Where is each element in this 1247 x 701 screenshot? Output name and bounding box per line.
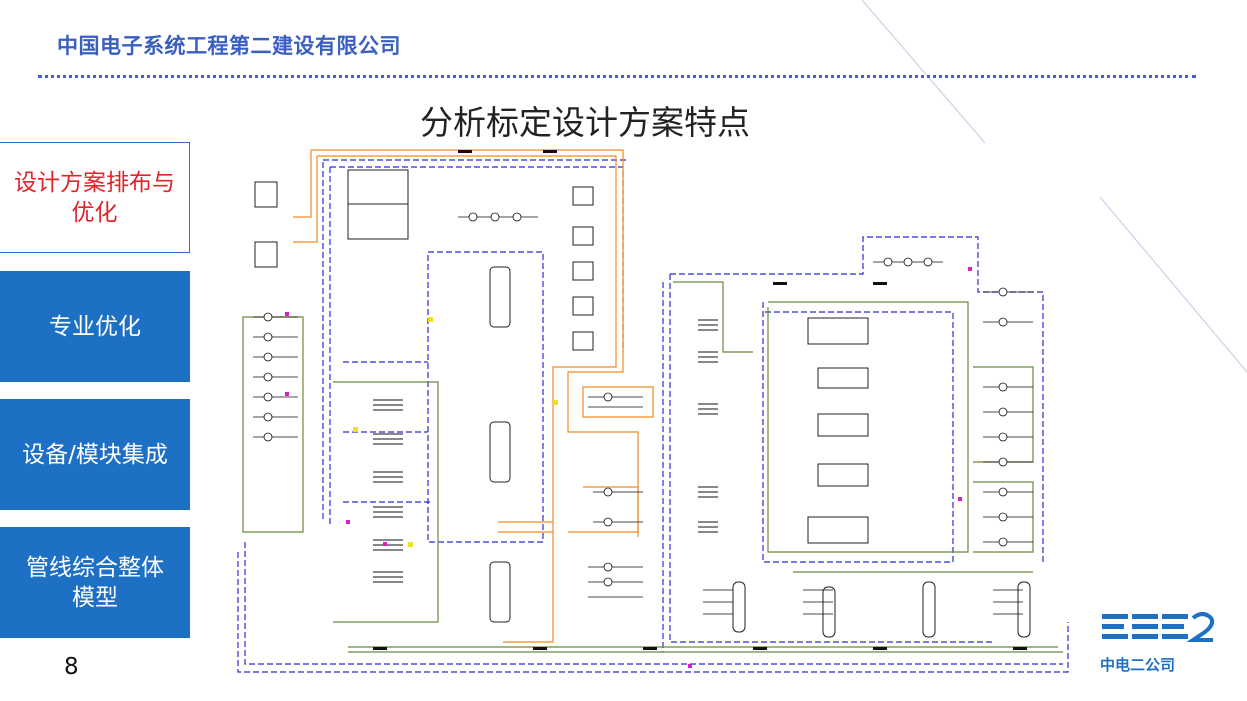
sidebar-item-label: 设备/模块集成 — [22, 441, 168, 468]
sidebar-item-layout-optimization[interactable]: 设计方案排布与优化 — [0, 142, 190, 253]
header-divider — [38, 75, 1196, 78]
page-number: 8 — [64, 654, 79, 680]
company-name: 中国电子系统工程第二建设有限公司 — [57, 34, 401, 58]
piping-schematic-diagram — [237, 149, 1069, 673]
sidebar-item-pipeline-model[interactable]: 管线综合整体模型 — [0, 527, 190, 638]
sidebar-item-discipline-optimization[interactable]: 专业优化 — [0, 271, 190, 382]
sidebar-item-label: 专业优化 — [49, 313, 141, 340]
company-logo: 中电二公司 — [1100, 612, 1215, 674]
sidebar-item-label: 管线综合整体模型 — [26, 554, 164, 611]
sidebar-item-label: 设计方案排布与优化 — [14, 169, 175, 226]
slide-title: 分析标定设计方案特点 — [420, 103, 750, 142]
svg-text:中电二公司: 中电二公司 — [1100, 656, 1175, 674]
sidebar-item-equipment-integration[interactable]: 设备/模块集成 — [0, 399, 190, 510]
